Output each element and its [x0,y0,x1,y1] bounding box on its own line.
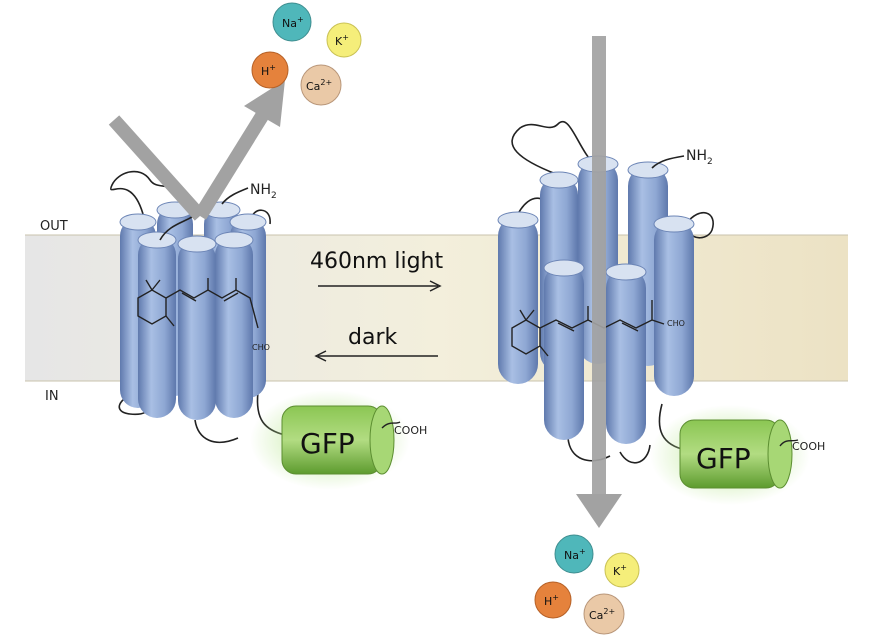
left-helix-top [137,231,177,249]
right-helix [654,220,694,396]
left-helix-top [119,213,157,231]
in-label: IN [45,389,59,404]
dark-arrow [314,350,438,362]
svg-text:Ca2+: Ca2+ [306,78,332,93]
svg-text:Na+: Na+ [282,15,304,30]
left-loop-bottom2 [194,419,239,444]
right-cooh-tail [779,439,799,447]
right-gfp [679,419,793,489]
right-helix-top [627,161,669,179]
svg-text:K+: K+ [335,33,349,48]
open-channel: CHO NH2 [497,120,714,464]
right-nh2-tail [651,155,685,169]
light-label: 460nm light [310,249,443,274]
right-helix [498,216,538,384]
left-helix-top [214,231,254,249]
left-helix-top [177,235,217,253]
left-helix [178,240,216,420]
right-helix-top [653,215,695,233]
right-helix [606,268,646,444]
right-loop-top [511,120,597,175]
right-loop-bottom2 [619,444,651,464]
left-ion-cluster: Na+ K+ H+ Ca2+ [251,2,362,106]
svg-text:Na+: Na+ [564,547,586,562]
left-cooh-label: COOH [394,424,427,437]
ion-ca [300,64,342,106]
ion-ca [583,593,625,635]
ion-na [272,2,312,42]
ion-k [604,552,640,588]
ion-h [251,51,289,89]
left-cooh-tail [381,421,401,429]
left-helix [215,236,253,418]
right-ion-cluster: Na+ K+ H+ Ca2+ [534,534,640,635]
svg-text:H+: H+ [261,63,276,78]
svg-text:K+: K+ [613,563,627,578]
right-helix-top [605,263,647,281]
ion-k [326,22,362,58]
right-helix-top [543,259,585,277]
left-nh2-tail [221,187,249,205]
ion-na [554,534,594,574]
right-cooh-label: COOH [792,440,825,453]
right-helix-top [497,211,539,229]
right-gfp-label: GFP [696,442,751,475]
left-cho-label: CHO [252,343,270,352]
right-helix [544,264,584,440]
svg-text:Ca2+: Ca2+ [589,607,615,622]
left-helix [138,236,176,418]
left-nh2-label: NH2 [250,182,277,201]
right-nh2-label: NH2 [686,148,713,167]
svg-text:H+: H+ [544,593,559,608]
left-retinal [137,278,259,329]
light-arrow [318,280,442,292]
right-helix-top [539,171,579,189]
left-helix-top [229,213,267,231]
right-loop-top-right [685,212,714,239]
left-gfp [281,405,395,475]
out-label: OUT [40,219,68,234]
right-ion-arrow [576,36,622,528]
left-ion-arrow [108,80,285,221]
ion-h [534,581,572,619]
right-cho-label: CHO [667,319,685,328]
dark-label: dark [348,325,397,350]
left-gfp-label: GFP [300,427,355,460]
